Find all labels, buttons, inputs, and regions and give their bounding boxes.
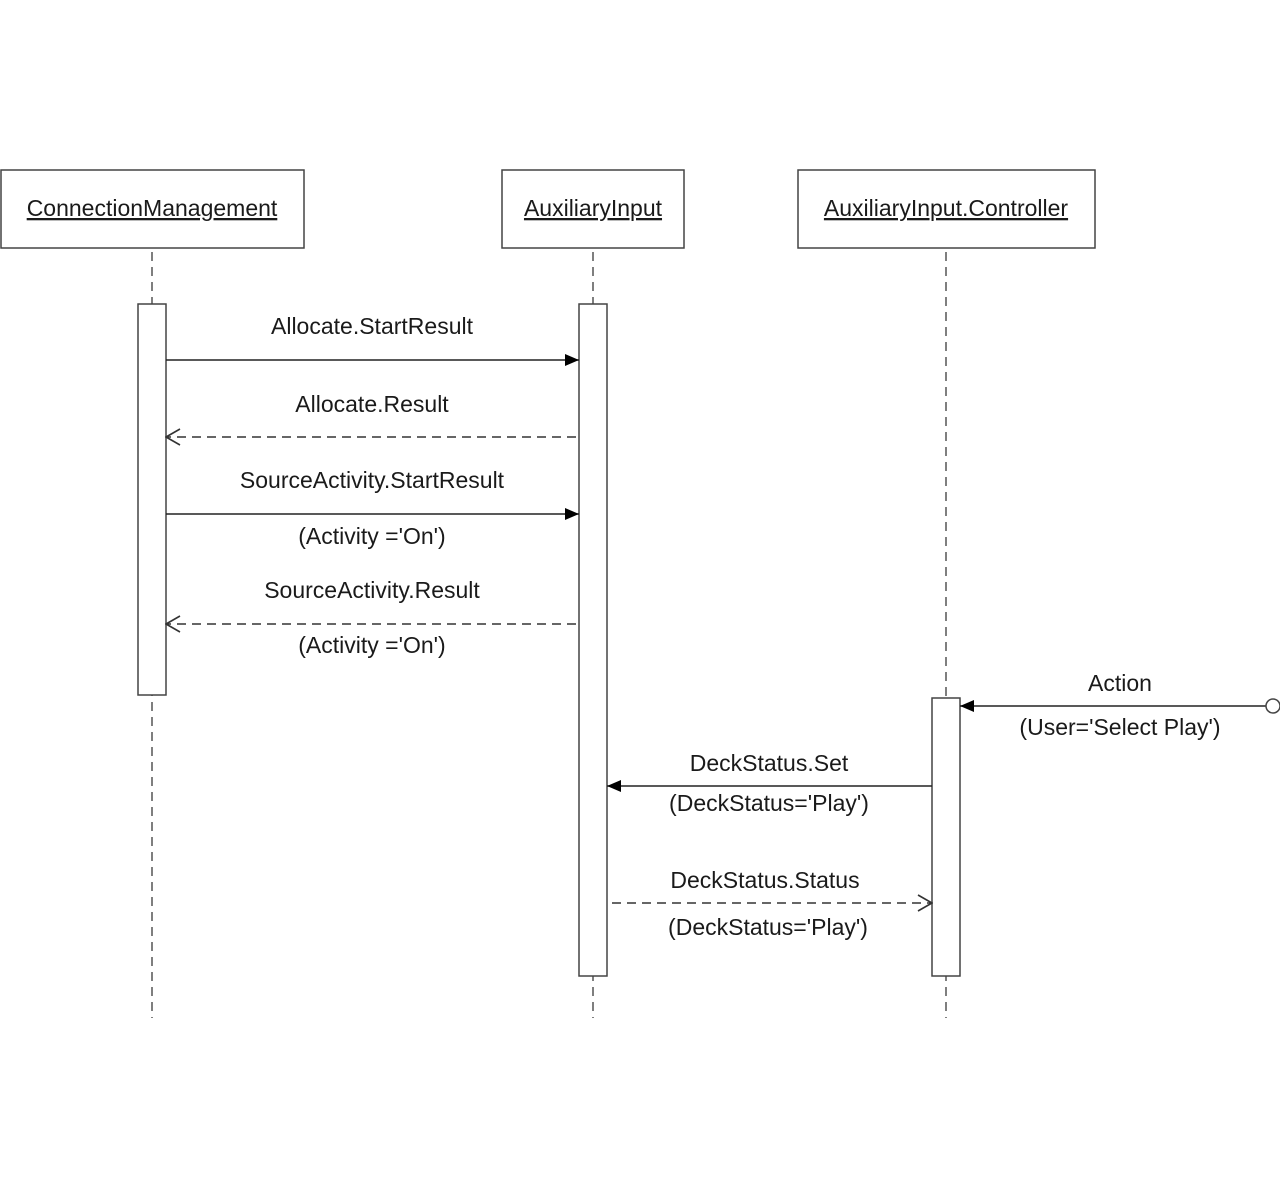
participant-connection-management: ConnectionManagement xyxy=(0,169,305,249)
activation-connection-management xyxy=(137,303,167,696)
message-action: Action (User='Select Play') xyxy=(960,670,1280,740)
found-message-origin xyxy=(1265,698,1280,714)
message-parameter: (User='Select Play') xyxy=(1019,714,1220,740)
message-parameter: (Activity ='On') xyxy=(298,632,445,658)
message-label: DeckStatus.Status xyxy=(670,867,859,893)
message-parameter: (DeckStatus='Play') xyxy=(669,790,869,816)
message-deck-status-status: DeckStatus.Status (DeckStatus='Play') xyxy=(612,867,932,940)
participant-label: AuxiliaryInput xyxy=(524,195,663,221)
message-label: SourceActivity.StartResult xyxy=(240,467,505,493)
message-deck-status-set: DeckStatus.Set (DeckStatus='Play') xyxy=(607,750,932,816)
message-allocate-result: Allocate.Result xyxy=(166,391,576,437)
participant-label: AuxiliaryInput.Controller xyxy=(824,195,1069,221)
activation-auxiliary-input-controller xyxy=(931,697,961,977)
message-label: Allocate.StartResult xyxy=(271,313,474,339)
participant-label: ConnectionManagement xyxy=(27,195,278,221)
message-label: DeckStatus.Set xyxy=(690,750,849,776)
message-parameter: (Activity ='On') xyxy=(298,523,445,549)
participant-auxiliary-input-controller: AuxiliaryInput.Controller xyxy=(797,169,1096,249)
message-parameter: (DeckStatus='Play') xyxy=(668,914,868,940)
message-label: Action xyxy=(1088,670,1152,696)
message-label: SourceActivity.Result xyxy=(264,577,480,603)
participant-auxiliary-input: AuxiliaryInput xyxy=(501,169,685,249)
message-allocate-start-result: Allocate.StartResult xyxy=(166,313,579,366)
activation-auxiliary-input xyxy=(578,303,608,977)
message-source-activity-result: SourceActivity.Result (Activity ='On') xyxy=(166,577,576,658)
message-source-activity-start-result: SourceActivity.StartResult (Activity ='O… xyxy=(166,467,579,549)
message-label: Allocate.Result xyxy=(295,391,449,417)
